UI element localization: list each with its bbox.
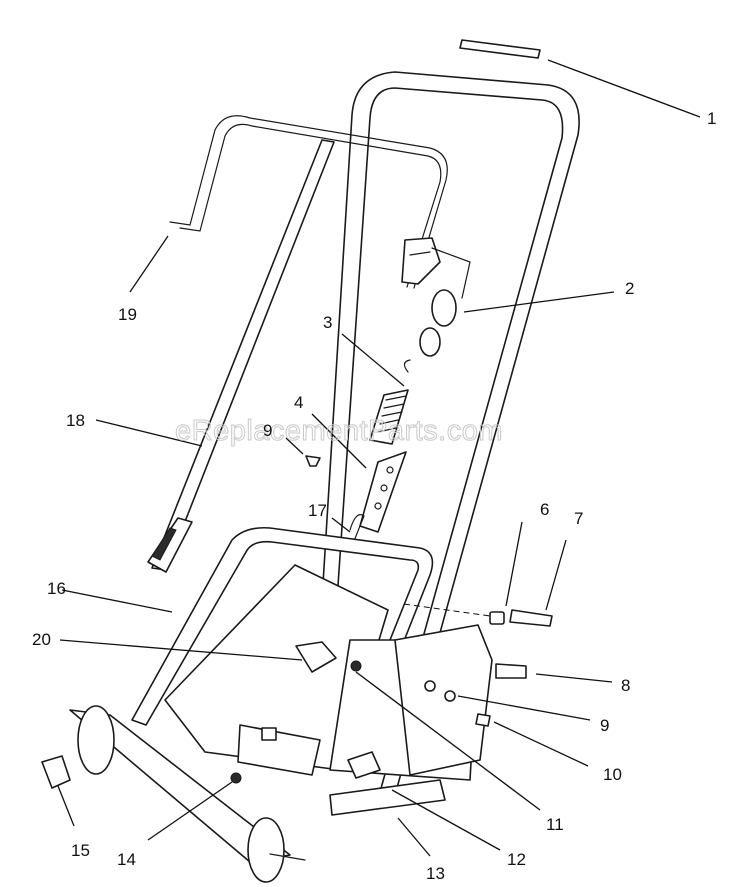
callout-11: 11 (546, 815, 564, 834)
part-lower-handle-left (147, 139, 335, 573)
part-nut (475, 713, 491, 727)
callout-7: 7 (574, 509, 583, 528)
part-cable-clamp (295, 641, 362, 673)
part-bolt (509, 609, 553, 627)
callout-20: 20 (32, 630, 51, 649)
part-spacer (489, 611, 505, 625)
part-hairpin-clip (349, 514, 365, 547)
part-grip-decal (459, 39, 541, 59)
callout-2: 2 (625, 279, 634, 298)
watermark: eReplacementParts.com (175, 415, 503, 447)
callout-9-lower: 9 (600, 716, 609, 735)
part-carriage-bolt (495, 663, 527, 679)
part-handle-bracket (401, 237, 471, 299)
part-washer (424, 680, 456, 702)
callout-13: 13 (426, 864, 445, 883)
callout-8: 8 (621, 676, 630, 695)
part-adjust-plate (359, 451, 407, 533)
callout-10: 10 (603, 765, 622, 784)
callout-18: 18 (66, 411, 85, 430)
part-lower-bracket (347, 751, 381, 779)
part-screw-upper (305, 455, 321, 467)
part-mounting-bracket (164, 564, 493, 816)
part-bail (169, 115, 448, 289)
callout-12: 12 (507, 850, 526, 869)
callout-15: 15 (71, 841, 90, 860)
callout-3: 3 (323, 313, 332, 332)
callout-1: 1 (707, 109, 716, 128)
part-spring (369, 359, 411, 445)
leader-lines (57, 59, 701, 857)
callout-16: 16 (47, 579, 66, 598)
callout-6: 6 (540, 500, 549, 519)
callout-9-upper: 9 (263, 421, 272, 440)
callout-17: 17 (308, 501, 327, 520)
callout-4: 4 (294, 393, 303, 412)
assembly-line-6-7 (403, 603, 491, 617)
callout-14: 14 (117, 850, 136, 869)
callout-19: 19 (118, 305, 137, 324)
part-cable-fittings (419, 289, 457, 357)
